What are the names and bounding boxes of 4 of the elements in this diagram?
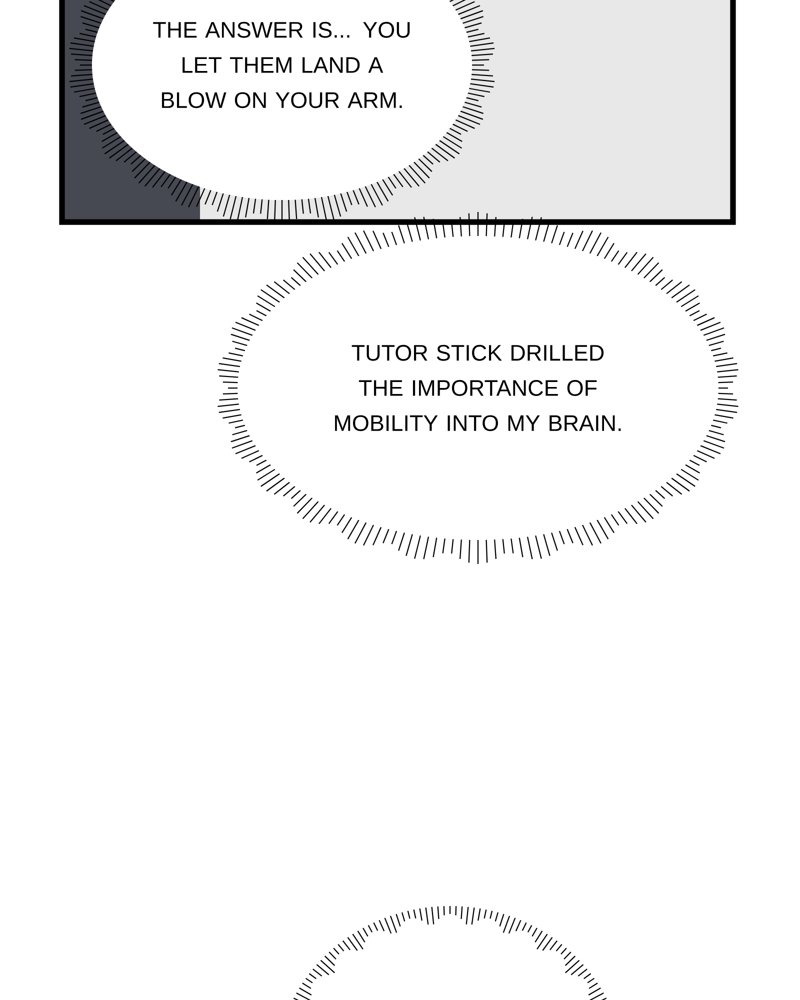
speech-bubble: THE ANSWER IS... YOU LET THEM LAND A BLOW ON YOUR ARM. bbox=[69, 0, 495, 224]
speech-bubble: TUTOR STICK DRILLED THE IMPORTANCE OF MOBILITY INTO MY BRAIN. bbox=[218, 212, 738, 564]
speech-bubble bbox=[293, 906, 607, 1000]
node-label: TUTOR STICK DRILLED THE IMPORTANCE OF MOBILITY INTO MY BRAIN. bbox=[335, 344, 621, 432]
